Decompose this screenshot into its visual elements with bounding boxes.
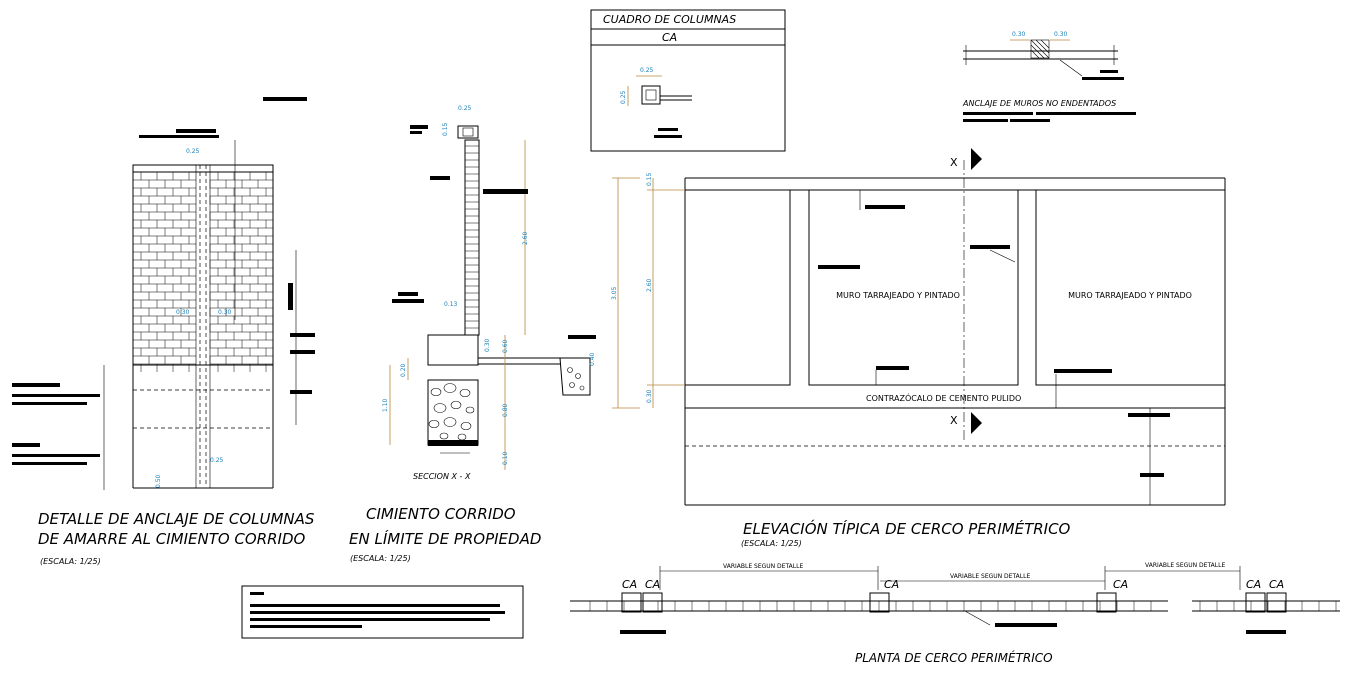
title-anclaje-line1: DETALLE DE ANCLAJE DE COLUMNAS — [38, 510, 315, 528]
cut-marker-bottom — [971, 412, 982, 434]
cut-label-bottom: X — [950, 414, 958, 427]
muros-dim-right: 0.30 — [1054, 31, 1068, 38]
plan-variable-3: VARIABLE SEGUN DETALLE — [1145, 562, 1225, 569]
plan-ca-label-6: CA — [1269, 578, 1284, 591]
dim-elev-mid: 2.60 — [646, 278, 653, 292]
dim-sec-030: 0.30 — [484, 338, 491, 352]
plan-column-2 — [642, 592, 663, 613]
elevation-panel-2 — [808, 189, 1019, 386]
plan-column-5 — [1245, 592, 1266, 613]
title-muros-no-endentados: ANCLAJE DE MUROS NO ENDENTADOS — [962, 99, 1116, 108]
title-cimiento-line1: CIMIENTO CORRIDO — [366, 505, 516, 523]
cuadro-column-name: CA — [662, 31, 677, 44]
label-seccion-xx: SECCION X - X — [413, 472, 471, 481]
dim-sec-015: 0.15 — [442, 122, 449, 136]
column-core — [195, 164, 211, 489]
plan-ca-label-5: CA — [1246, 578, 1261, 591]
plan-column-3 — [869, 592, 890, 613]
dim-sec-040: 0.40 — [589, 352, 596, 366]
cuadro-columnas — [590, 9, 786, 152]
title-anclaje-line2: DE AMARRE AL CIMIENTO CORRIDO — [38, 530, 306, 548]
dim-sec-060: 0.60 — [502, 339, 509, 353]
plan-variable-2: VARIABLE SEGUN DETALLE — [950, 573, 1030, 580]
muros-no-endentados-detail — [963, 39, 1136, 122]
plan-brick-joints — [589, 601, 1337, 611]
notes-box — [241, 585, 524, 639]
dim-col-bottom: 0.25 — [210, 457, 224, 464]
dim-elev-top: 0.15 — [646, 172, 653, 186]
dim-col-right: 0.30 — [218, 309, 232, 316]
plan-ca-label-4: CA — [1113, 578, 1128, 591]
cut-marker-top — [971, 148, 982, 170]
dim-sec-height: 2.60 — [522, 231, 529, 245]
cut-label-top: X — [950, 156, 958, 169]
dim-elev-base: 0.30 — [646, 389, 653, 403]
dim-sec-110: 1.10 — [382, 398, 389, 412]
dim-col-base: 0.50 — [155, 474, 162, 488]
title-planta: PLANTA DE CERCO PERIMÉTRICO — [855, 650, 1053, 665]
dim-elev-total: 3.05 — [611, 286, 618, 300]
foundation-block — [427, 379, 479, 446]
section-brick-pattern — [465, 145, 479, 329]
dim-sec-top: 0.25 — [458, 105, 472, 112]
scale-elevacion: (ESCALA: 1/25) — [741, 539, 802, 548]
elevation-panel-3 — [1035, 189, 1226, 386]
label-panel-muro-2: MURO TARRAJEADO Y PINTADO — [1068, 291, 1192, 300]
plan-ca-label-1: CA — [622, 578, 637, 591]
section-xx: 0.25 2.60 0.13 0.30 0.60 0.80 0.10 0.20 … — [382, 105, 596, 470]
elevation — [612, 148, 1226, 506]
plan-view — [570, 566, 1340, 634]
scale-anclaje: (ESCALA: 1/25) — [40, 557, 101, 566]
plan-column-1 — [621, 592, 642, 613]
dim-col-left: 0.30 — [176, 309, 190, 316]
cuadro-title: CUADRO DE COLUMNAS — [603, 13, 736, 26]
plan-column-4 — [1096, 592, 1117, 613]
dim-sec-013: 0.13 — [444, 301, 458, 308]
cuadro-dim-h: 0.25 — [620, 90, 627, 104]
muros-dim-left: 0.30 — [1012, 31, 1026, 38]
dim-sec-080: 0.80 — [502, 403, 509, 417]
scale-cimiento: (ESCALA: 1/25) — [350, 554, 411, 563]
dim-col-top: 0.25 — [186, 148, 200, 155]
cuadro-dim-w: 0.25 — [640, 67, 654, 74]
brick-pattern — [132, 171, 273, 372]
plan-ca-label-2: CA — [645, 578, 660, 591]
anclaje-detail: 0.25 0.30 0.30 0.25 0.50 — [12, 97, 315, 490]
label-panel-muro-1: MURO TARRAJEADO Y PINTADO — [836, 291, 960, 300]
plan-ca-label-3: CA — [884, 578, 899, 591]
title-cimiento-line2: EN LÍMITE DE PROPIEDAD — [349, 529, 541, 548]
label-contrazocalo: CONTRAZÓCALO DE CEMENTO PULIDO — [866, 392, 1021, 403]
elevation-panel-1 — [684, 189, 791, 386]
foundation-stones — [428, 383, 475, 441]
dim-sec-020: 0.20 — [400, 363, 407, 377]
title-elevacion: ELEVACIÓN TÍPICA DE CERCO PERIMÉTRICO — [743, 519, 1071, 538]
dim-sec-010: 0.10 — [502, 451, 509, 465]
brick-wall — [132, 164, 274, 366]
plan-column-6 — [1266, 592, 1287, 613]
section-wall — [464, 139, 480, 336]
plan-variable-1: VARIABLE SEGUN DETALLE — [723, 563, 803, 570]
